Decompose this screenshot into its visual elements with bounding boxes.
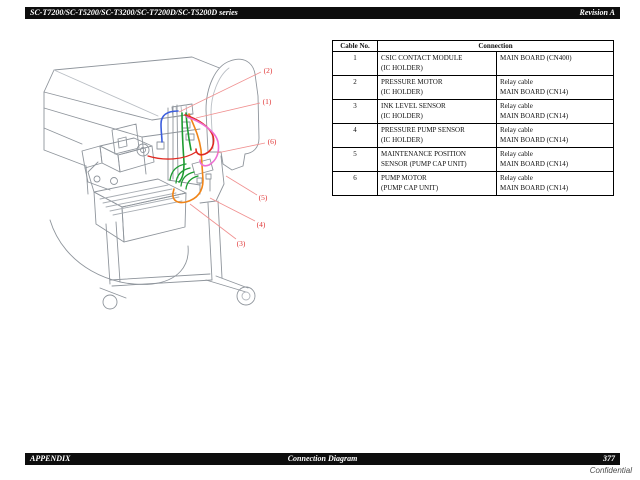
- right-cover: [205, 58, 260, 171]
- col-header-connection: Connection: [377, 40, 614, 52]
- destination-cell: MAIN BOARD (CN400): [496, 51, 614, 76]
- confidential-label: Confidential: [589, 466, 632, 475]
- table-header-row: Cable No. Connection: [332, 40, 614, 52]
- cable-no-cell: 5: [332, 147, 378, 172]
- source-cell: INK LEVEL SENSOR(IC HOLDER): [377, 99, 497, 124]
- printer-outline: [43, 56, 260, 310]
- callout-6: (6): [268, 137, 277, 146]
- callout-leader-lines: [178, 71, 266, 240]
- cable-green-2: [185, 112, 192, 151]
- caster-wheel: [236, 286, 256, 306]
- source-cell: CSIC CONTACT MODULE(IC HOLDER): [377, 51, 497, 76]
- header-title: SC-T7200/SC-T5200/SC-T3200/SC-T7200D/SC-…: [30, 8, 238, 17]
- cable-no-cell: 4: [332, 123, 378, 148]
- cable-red-2: [147, 151, 197, 160]
- callout-labels: (2) (1) (6) (5) (4) (3): [237, 66, 277, 248]
- cable-orange: [172, 113, 204, 204]
- col-header-cable-no: Cable No.: [332, 40, 378, 52]
- cable-green-loops: [169, 163, 199, 190]
- pump-cap-unit: [191, 155, 225, 204]
- source-cell: PRESSURE PUMP SENSOR(IC HOLDER): [377, 123, 497, 148]
- footer-section: APPENDIX: [30, 454, 71, 463]
- printer-line-art: (2) (1) (6) (5) (4) (3): [43, 56, 277, 310]
- footer-page-number: 377: [603, 454, 616, 463]
- ic-holder-assembly: [81, 137, 155, 191]
- callout-2: (2): [264, 66, 273, 75]
- cable-green: [178, 112, 185, 183]
- footer-title: Connection Diagram: [287, 454, 358, 463]
- footer-bar: APPENDIX Connection Diagram 377: [25, 453, 620, 465]
- cable-no-cell: 3: [332, 99, 378, 124]
- header-bar: SC-T7200/SC-T5200/SC-T3200/SC-T7200D/SC-…: [25, 7, 620, 19]
- cable-no-cell: 2: [332, 75, 378, 100]
- callout-4: (4): [257, 220, 266, 229]
- source-cell: PUMP MOTOR(PUMP CAP UNIT): [377, 171, 497, 196]
- control-panel: [111, 123, 140, 155]
- stand-legs: [99, 200, 256, 310]
- paper-basket: [87, 161, 187, 243]
- cable-no-cell: 6: [332, 171, 378, 196]
- callout-5: (5): [259, 193, 268, 202]
- cable-magenta: [186, 116, 220, 167]
- cables: [147, 110, 220, 204]
- connection-diagram-figure: (2) (1) (6) (5) (4) (3): [40, 52, 340, 314]
- cable-blue: [160, 110, 179, 143]
- callout-3: (3): [237, 239, 246, 248]
- source-cell: PRESSURE MOTOR(IC HOLDER): [377, 75, 497, 100]
- callout-1: (1): [263, 97, 272, 106]
- main-connector: [171, 103, 194, 118]
- header-revision: Revision A: [579, 8, 615, 17]
- cable-no-cell: 1: [332, 51, 378, 76]
